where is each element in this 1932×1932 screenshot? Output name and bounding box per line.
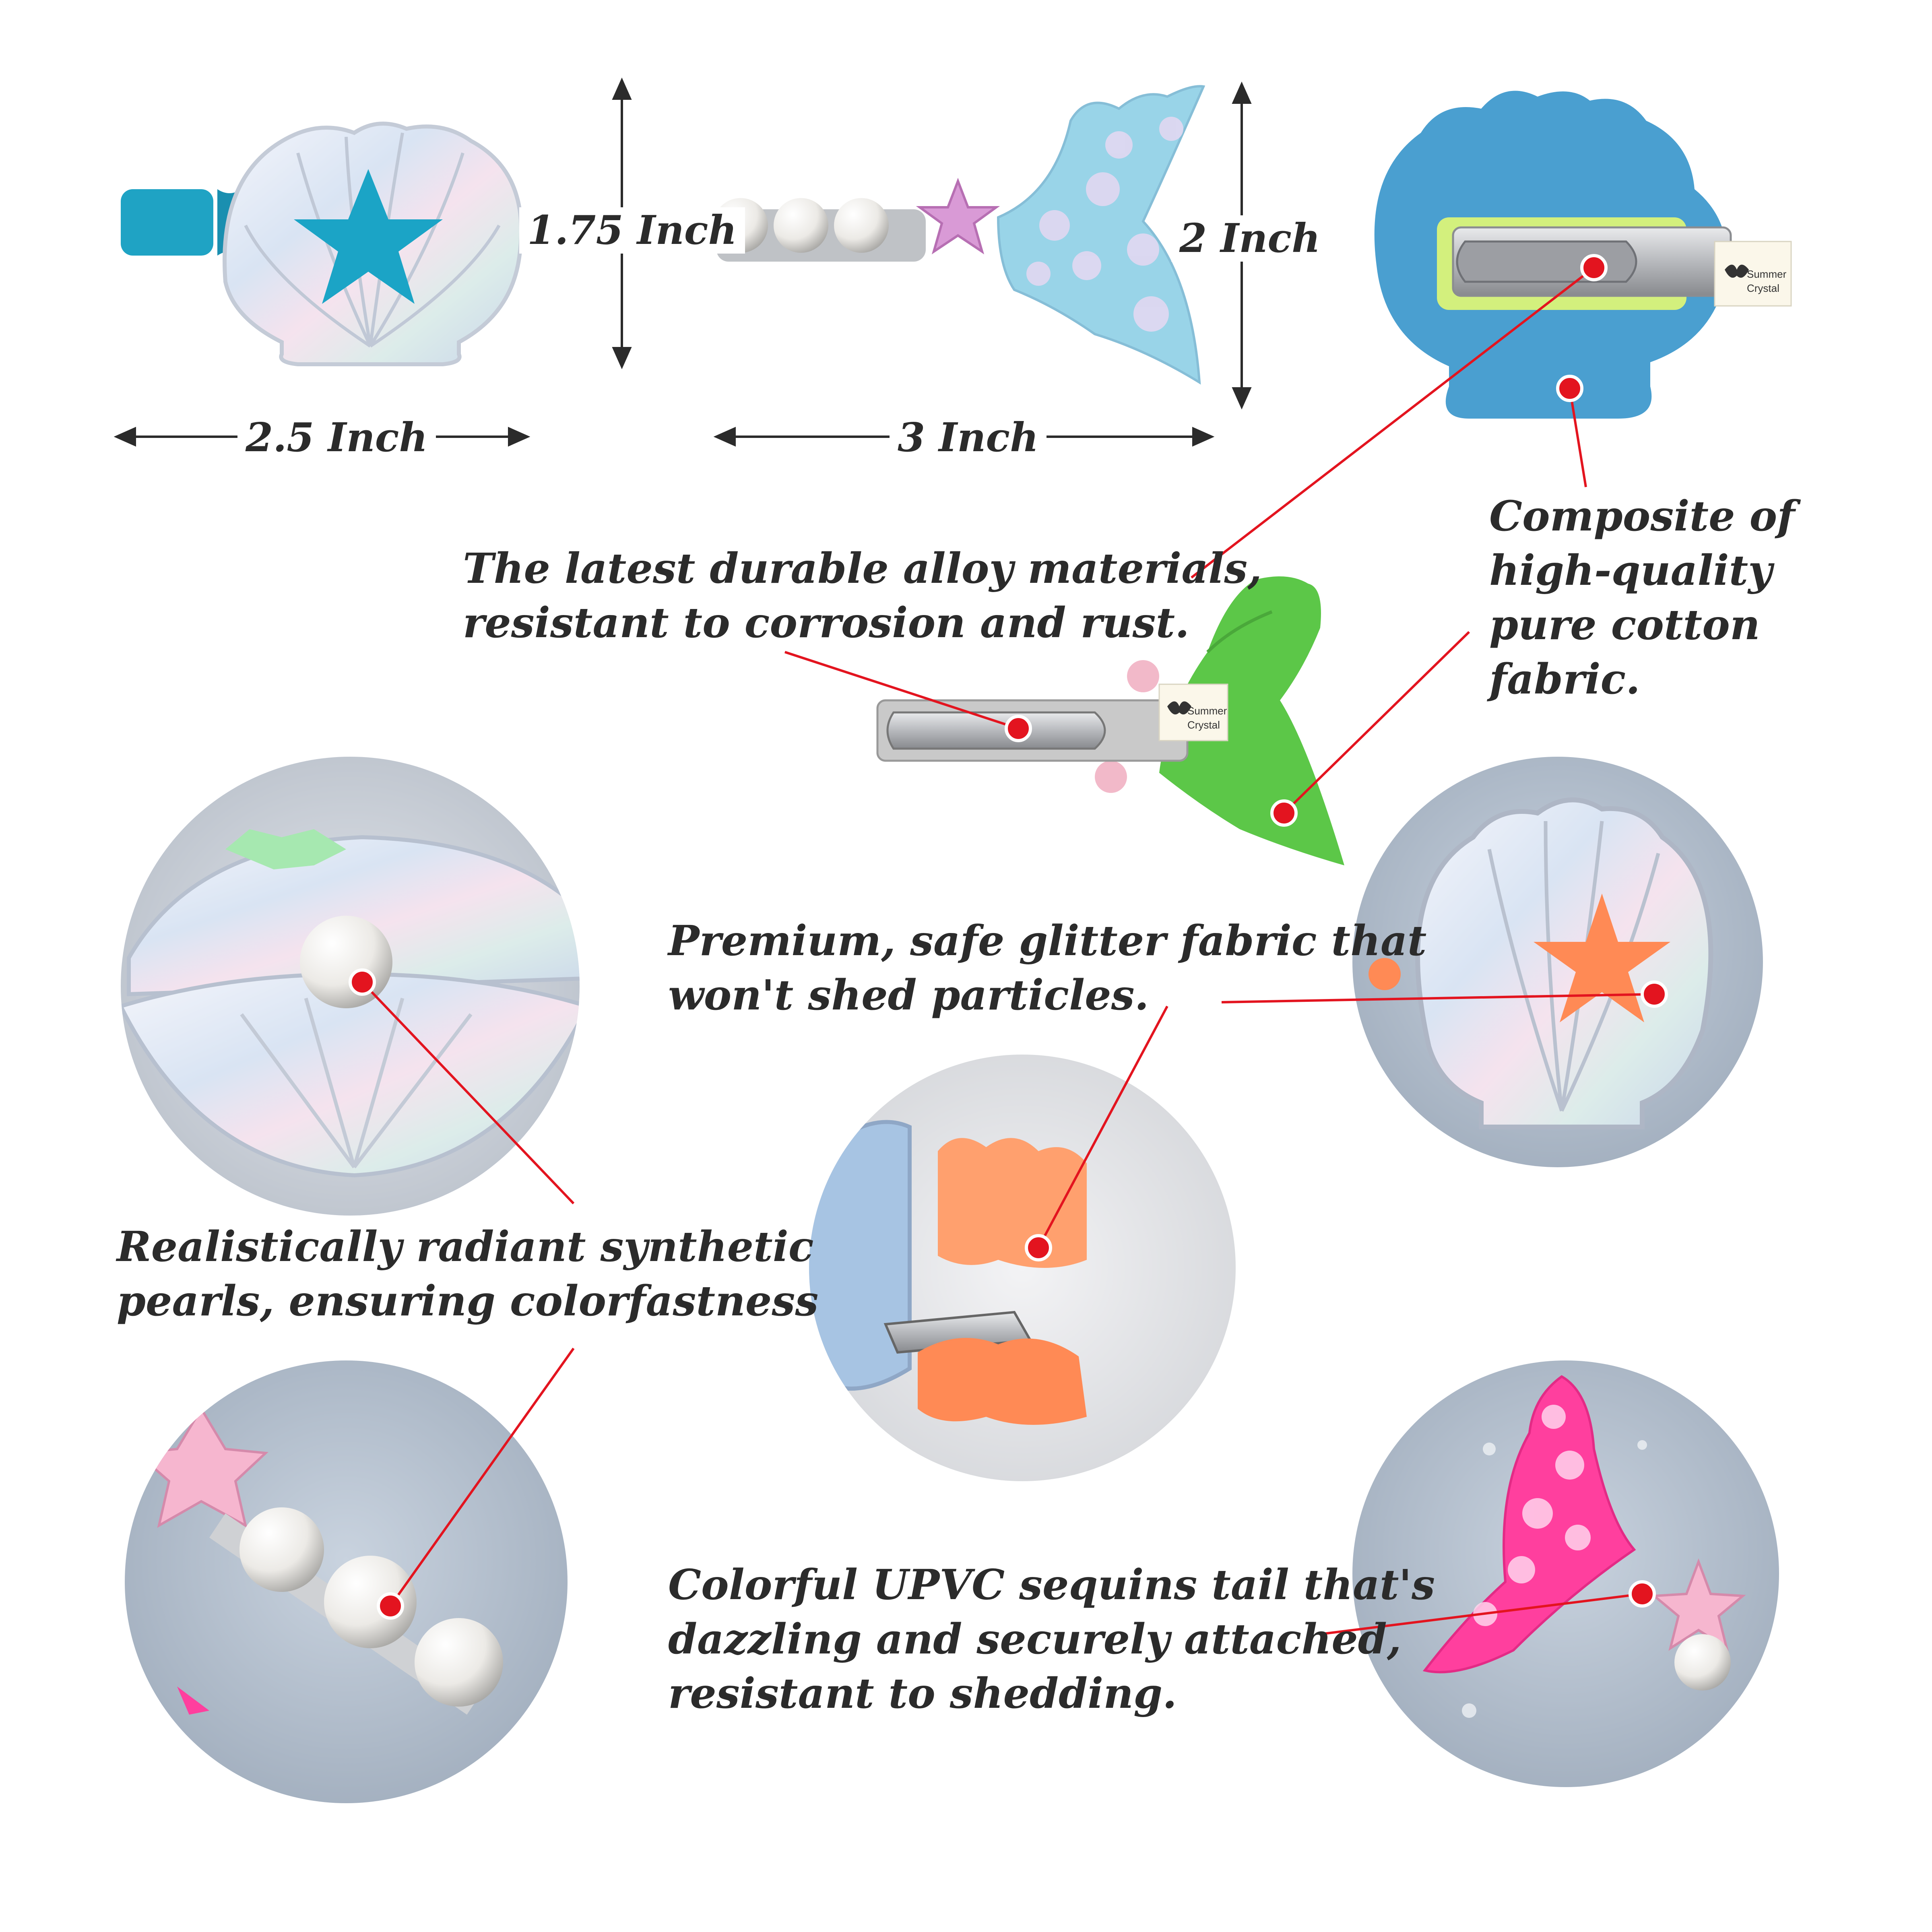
alloy-caption-line1: The latest durable alloy materials, xyxy=(463,544,1262,593)
brand-label-line2-alt: Crystal xyxy=(1187,719,1220,731)
cotton-caption-line4: fabric. xyxy=(1489,655,1641,704)
glitter-star-detail-circle xyxy=(1352,757,1763,1167)
glitter-caption-line1: Premium, safe glitter fabric that xyxy=(668,916,1427,965)
tail-width-label: 3 Inch xyxy=(890,415,1047,461)
cotton-caption-line1: Composite of xyxy=(1489,492,1795,541)
sequins-caption-line3: resistant to shedding. xyxy=(668,1669,1177,1718)
callout-lines xyxy=(361,266,1655,1635)
pearls-caption-line1: Realistically radiant synthetic xyxy=(117,1222,814,1271)
brand-label-line1: Summer xyxy=(1747,268,1787,280)
shell-width-label: 2.5 Inch xyxy=(237,415,436,461)
cotton-caption-line2: high-quality xyxy=(1489,546,1772,595)
tail-clip-image xyxy=(713,85,1205,385)
shell-clip-back-image: Summer Crystal xyxy=(1374,91,1792,419)
sequins-caption-line2: dazzling and securely attached, xyxy=(668,1615,1402,1664)
pearls-caption-line2: pearls, ensuring colorfastness xyxy=(117,1277,819,1325)
sequins-caption-line1: Colorful UPVC sequins tail that's xyxy=(668,1560,1435,1609)
tail-clip-back-image: Summer Crystal xyxy=(876,576,1344,865)
glitter-fabric-detail-circle xyxy=(809,1055,1236,1481)
sequin-tail-detail-circle xyxy=(1352,1360,1779,1787)
shell-height-label: 1.75 Inch xyxy=(519,207,745,254)
brand-label-line2: Crystal xyxy=(1747,282,1779,294)
cotton-caption-line3: pure cotton xyxy=(1489,601,1760,649)
brand-label-line1-alt: Summer xyxy=(1187,705,1227,717)
tail-height-label: 2 Inch xyxy=(1171,215,1329,262)
shell-clip-image xyxy=(121,122,523,366)
pearl-clip-detail-circle xyxy=(125,1360,568,1803)
glitter-caption-line2: won't shed particles. xyxy=(668,971,1149,1020)
callout-dots xyxy=(349,254,1668,1620)
alloy-caption-line2: resistant to corrosion and rust. xyxy=(463,599,1189,647)
